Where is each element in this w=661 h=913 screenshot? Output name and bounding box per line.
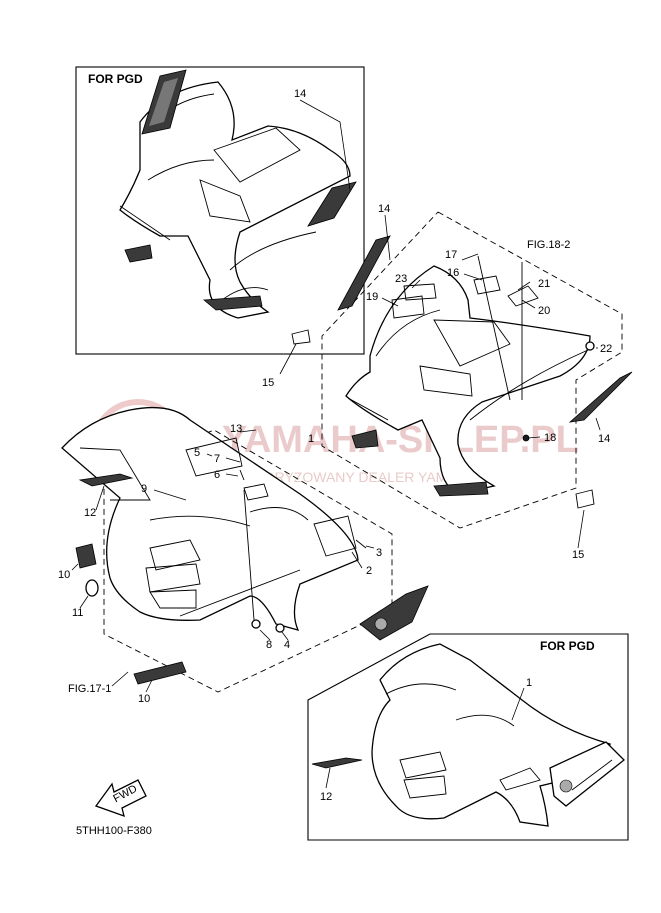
callout-14a: 14 (294, 88, 306, 100)
callout-4: 4 (284, 639, 290, 651)
fwd-arrow-group: FWD (94, 779, 147, 818)
emblem-11 (85, 579, 99, 597)
callout-3: 3 (376, 547, 382, 559)
front-fender-pgd (371, 643, 611, 827)
panel-5 (185, 437, 243, 477)
rear-label-23 (403, 283, 437, 301)
callout-21: 21 (538, 278, 550, 290)
callout-14c: 14 (598, 433, 610, 445)
callout-1b: 1 (526, 677, 532, 689)
callout-5: 5 (194, 447, 200, 459)
callout-15a: 15 (262, 377, 274, 389)
callout-2: 2 (366, 565, 372, 577)
front-side-decal (359, 585, 429, 641)
callout-1a: 1 (308, 433, 314, 445)
callout-11: 11 (72, 607, 83, 619)
pgd-top-frame (75, 66, 365, 355)
callout-6: 6 (214, 469, 220, 481)
callout-10a: 10 (58, 569, 70, 581)
pgd-bottom-header: FOR PGD (540, 639, 595, 653)
rear-fender-group: 14 FIG.18-2 17 16 23 21 19 20 22 15 18 1… (262, 203, 633, 561)
rear-side-decal (337, 235, 633, 497)
decal-12b (311, 757, 363, 769)
rear-label-16 (473, 275, 501, 295)
drawing-code: 5THH100-F380 (76, 825, 152, 837)
front-fastener-group (239, 469, 367, 633)
pad-15a (291, 329, 311, 345)
decal-10b (133, 661, 187, 685)
decal-10a (75, 543, 97, 569)
callout-10b: 10 (138, 693, 150, 705)
label-6 (243, 483, 269, 501)
front-fender-group: 13 1 5 7 6 9 12 3 2 10 11 8 4 FIG.17-1 1… (58, 406, 429, 705)
pgd-bottom-frame (307, 633, 629, 841)
callout-22: 22 (600, 343, 612, 355)
callout-13: 13 (230, 423, 242, 435)
callout-7: 7 (214, 453, 220, 465)
callout-20: 20 (538, 305, 550, 317)
figref-17: FIG.17-1 (68, 683, 111, 695)
rear-label-19 (391, 295, 425, 319)
pad-15b (575, 489, 595, 509)
rear-label-20 (507, 285, 539, 307)
rear-fender-pgd (119, 81, 351, 319)
callout-12b: 12 (320, 791, 332, 803)
callout-9: 9 (141, 483, 147, 495)
pgd-top-group: FOR PGD 14 (75, 66, 365, 355)
decal-12a (78, 473, 134, 487)
callout-12a: 12 (84, 507, 96, 519)
pgd-top-header: FOR PGD (88, 72, 143, 86)
callout-23: 23 (395, 273, 407, 285)
front-fender (61, 406, 359, 631)
callout-18: 18 (544, 432, 556, 444)
callout-14b: 14 (378, 203, 390, 215)
callout-15b: 15 (572, 549, 584, 561)
dashed-region-rear (321, 211, 623, 529)
figref-18: FIG.18-2 (527, 239, 570, 251)
fwd-arrow-icon (94, 779, 147, 818)
watermark-tagline: AUTORYZOWANY DEALER YAMAHA (236, 469, 477, 485)
pgd-bottom-group: FOR PGD 1 12 (307, 633, 629, 841)
panel-2 (313, 515, 357, 557)
rear-fender (345, 265, 591, 495)
flap-decal-pgd (141, 69, 187, 135)
side-decal-pgd (124, 181, 357, 311)
callout-16: 16 (447, 267, 459, 279)
leader-14a (299, 99, 351, 191)
rear-rivet-group (477, 255, 595, 442)
callout-17: 17 (445, 249, 457, 261)
callout-8: 8 (266, 639, 272, 651)
callout-19: 19 (366, 291, 378, 303)
pgd-side-decal (549, 741, 625, 807)
